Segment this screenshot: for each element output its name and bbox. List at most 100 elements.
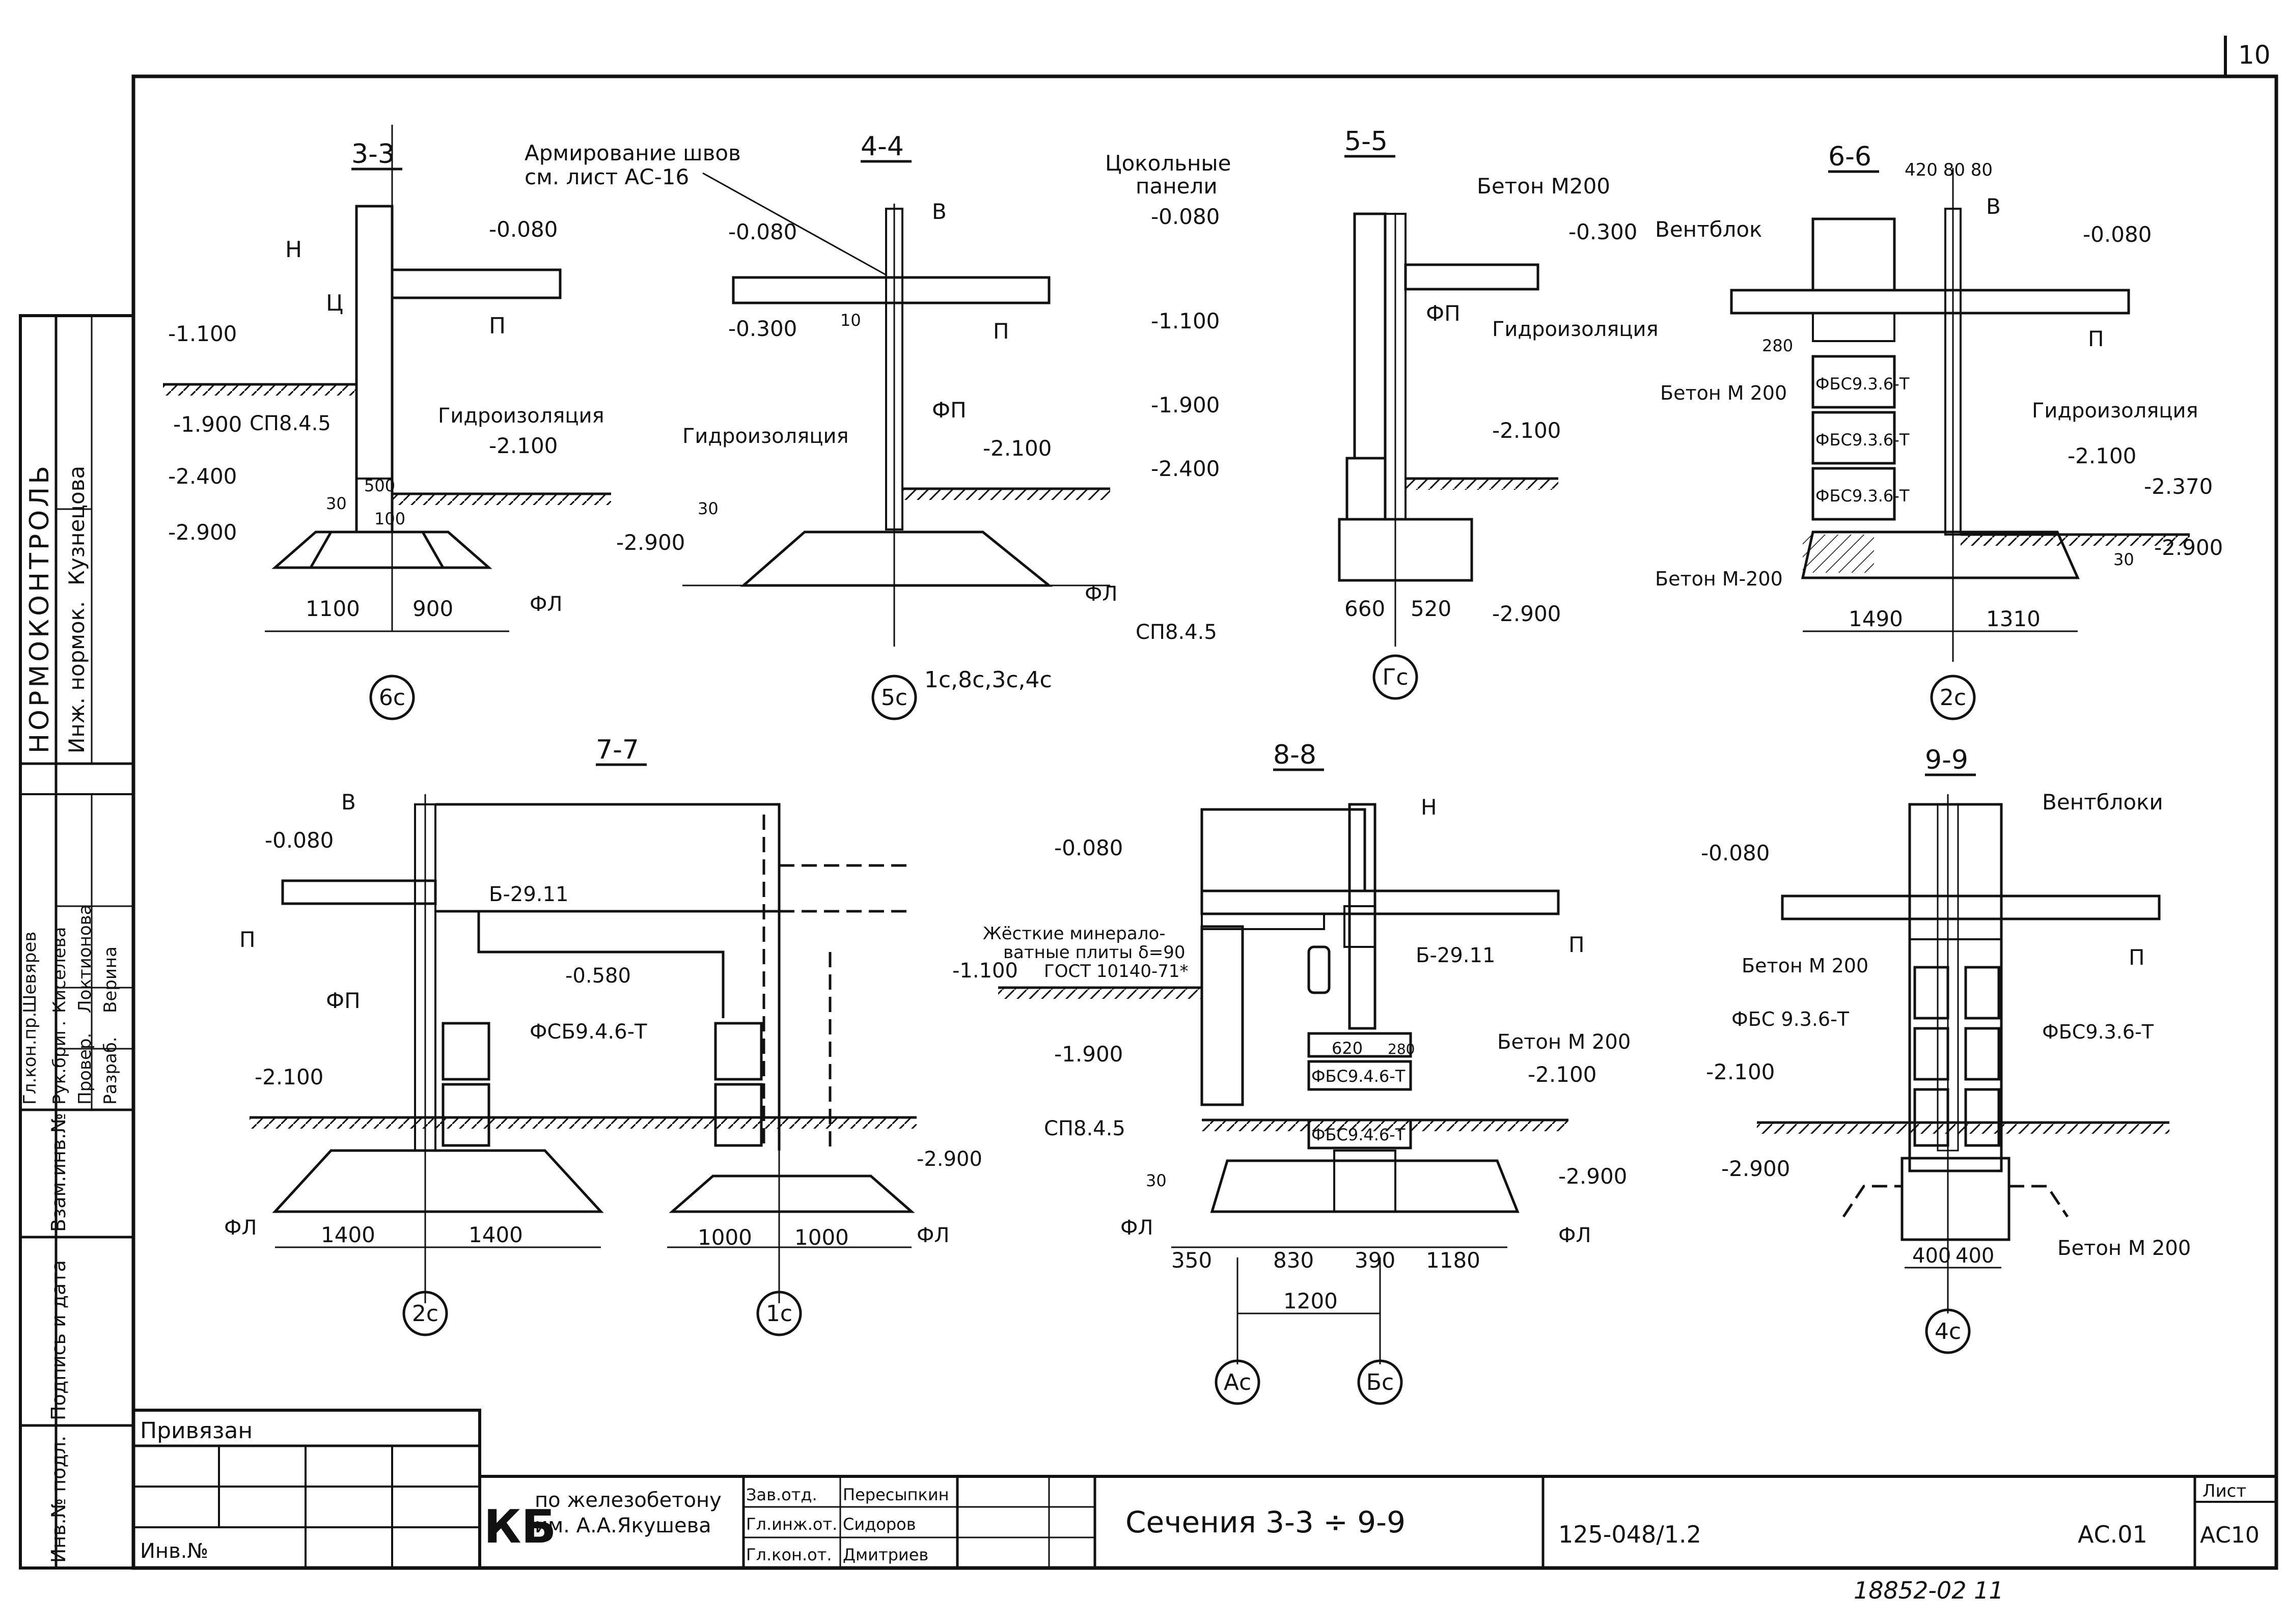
dimension: 1000 [698, 1225, 752, 1250]
label: Гидроизоляция [1492, 318, 1659, 341]
label: ФП [326, 988, 361, 1013]
section-title: 6-6 [1828, 142, 1871, 172]
note: ГОСТ 10140-71* [1044, 961, 1189, 982]
section-8-8: 8-8 Н -0.080 П Б-29.11 Жёсткие минерало-… [952, 740, 1631, 1405]
approval-role: Разраб. [100, 1037, 121, 1105]
block-label: ФБС9.4.6-Т [1311, 1067, 1406, 1086]
staff-role: Гл.инж.от. [746, 1515, 837, 1534]
dimension: 350 [1171, 1248, 1212, 1273]
dimension: 1400 [321, 1222, 375, 1247]
elevation: -2.900 [168, 520, 237, 545]
staff-name: Сидоров [843, 1515, 916, 1534]
staff-name: Дмитриев [843, 1545, 928, 1564]
label: Гидроизоляция [438, 404, 604, 428]
elevation: -0.080 [489, 217, 558, 242]
label: ФЛ [1120, 1216, 1153, 1240]
list-label: Лист [2202, 1481, 2246, 1501]
dimension: 500 [364, 476, 395, 495]
dimension: 1180 [1426, 1248, 1480, 1273]
left-strip: НОРМОКОНТРОЛЬ Инж. нормок. Кузнецова Гл.… [19, 314, 135, 1570]
elevation: -2.100 [1492, 418, 1561, 443]
dimension: 1490 [1849, 606, 1903, 631]
bottom-note: 18852-02 11 [1854, 1577, 2004, 1604]
label: П [2129, 945, 2145, 970]
dimension: 30 [326, 494, 347, 513]
label: Бетон М 200 [1497, 1030, 1631, 1054]
elevation: -2.370 [2144, 474, 2213, 499]
label: ФЛ [224, 1216, 257, 1240]
approval-name: Локтионова [75, 904, 95, 1013]
elevation: -1.100 [952, 959, 1018, 983]
dimension: 30 [2113, 550, 2134, 569]
dimension: 1100 [306, 596, 360, 621]
label: Бетон М200 [1477, 174, 1610, 199]
elevation: -0.080 [1151, 204, 1220, 229]
elevation: -0.080 [728, 219, 797, 244]
elevation: -2.100 [1706, 1059, 1775, 1084]
dimension: 400 [1912, 1244, 1951, 1268]
elevation: -2.100 [255, 1065, 323, 1089]
label: Бетон М 200 [1742, 955, 1868, 977]
list-value: АС10 [2200, 1522, 2260, 1548]
note: см. лист АС-16 [525, 164, 689, 189]
label: Н [1421, 795, 1437, 820]
label: Ц [326, 290, 343, 316]
elevation: -2.900 [1492, 601, 1561, 626]
dimension: 420 80 80 [1905, 160, 1993, 180]
elevation: -0.300 [728, 316, 797, 341]
section-5-5: 5-5 Цокольные панели Бетон М200 -0.080 -… [1105, 126, 1659, 700]
note: Жёсткие минерало- [983, 923, 1166, 944]
label: ФСБ9.4.6-Т [530, 1020, 647, 1044]
label: ФБС 9.3.6-Т [1731, 1008, 1850, 1030]
elevation: -0.300 [1568, 219, 1637, 244]
label: Бетон М-200 [1655, 568, 1783, 590]
label: СП8.4.5 [1136, 621, 1217, 644]
label: ФЛ [1558, 1224, 1591, 1247]
label: Гидроизоляция [682, 425, 849, 448]
dimension: 620 [1332, 1039, 1363, 1058]
approval-name: Киселева [49, 927, 70, 1013]
approval-name: Шевярев [20, 932, 40, 1013]
section-title: 5-5 [1344, 126, 1388, 157]
sheet-title: Сечения 3-3 ÷ 9-9 [1125, 1505, 1406, 1539]
block-label: ФБС9.3.6-Т [1815, 486, 1910, 506]
section-title: 7-7 [596, 735, 639, 765]
elevation: -0.080 [1701, 841, 1770, 865]
axis-marker: 2с [1940, 685, 1966, 711]
staff-role: Зав.отд. [746, 1485, 817, 1504]
label: В [341, 790, 356, 815]
elevation: -2.900 [616, 530, 685, 555]
staff-role: Гл.кон.от. [746, 1545, 832, 1564]
dimension: 390 [1355, 1248, 1395, 1273]
dimension: 830 [1273, 1248, 1314, 1273]
block-label: ФБС9.3.6-Т [1815, 374, 1910, 394]
label: Н [285, 237, 302, 263]
approval-name: Верина [100, 946, 121, 1013]
axis-marker: Ас [1224, 1369, 1251, 1395]
elevation: -2.900 [917, 1147, 982, 1171]
label: В [1986, 194, 2001, 219]
normcontrol-name: Кузнецова [64, 466, 89, 585]
label: СП8.4.5 [1044, 1117, 1125, 1140]
dimension: 1310 [1986, 606, 2041, 631]
label: ФБС9.3.6-Т [2042, 1021, 2154, 1043]
elevation: -2.400 [1151, 456, 1220, 481]
elevation: -1.900 [1054, 1042, 1123, 1067]
label: В [932, 199, 947, 224]
dimension: 280 [1762, 336, 1793, 355]
elevation: -2.900 [2154, 535, 2223, 560]
axis-marker: 4с [1935, 1319, 1961, 1345]
normcontrol-title: НОРМОКОНТРОЛЬ [24, 463, 55, 753]
label: Б-29.11 [1416, 944, 1495, 967]
approval-rows: Гл.кон.пр. Шевярев Рук.бриг. Киселева Пр… [20, 904, 121, 1105]
dimension: 900 [412, 596, 453, 621]
label: ФЛ [917, 1224, 950, 1247]
dimension: 1200 [1283, 1289, 1338, 1313]
section-title: 4-4 [861, 131, 904, 162]
dimension: 1400 [469, 1222, 523, 1247]
block-label: ФБС9.4.6-Т [1311, 1125, 1406, 1144]
block-label: ФБС9.3.6-Т [1815, 430, 1910, 450]
axis-marker: 2с [412, 1301, 438, 1327]
label: П [489, 313, 506, 339]
section-3-3: 3-3 Н Ц П -0.080 -1.100 -1.900 СП8.4.5 Г… [163, 125, 611, 720]
